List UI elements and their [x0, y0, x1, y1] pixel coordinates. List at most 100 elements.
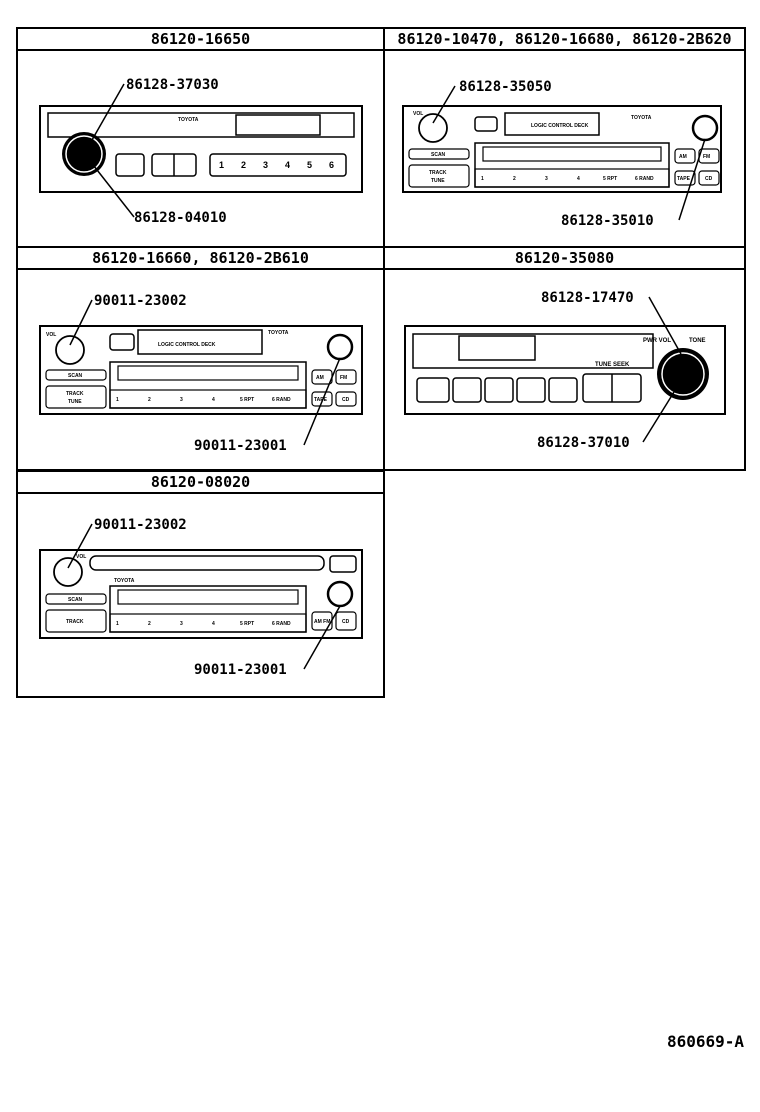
svg-text:6 RAND: 6 RAND [272, 621, 291, 627]
leader-line [83, 83, 125, 155]
tone-knob [691, 114, 719, 142]
preset-2: 2 [241, 160, 246, 170]
preset-5: 5 [307, 160, 312, 170]
fm-button: FM [703, 154, 710, 160]
callout-top: 86128-35050 [459, 79, 552, 95]
panel-86120-35080: 86120-35080 PWR VOL TONE TUNE SEEK 86128… [383, 246, 746, 471]
preset-6: 6 [329, 160, 334, 170]
preset-buttons: 1 2 3 4 5 6 [209, 153, 347, 177]
deck-slot [137, 329, 263, 355]
callout-top: 90011-23002 [94, 517, 187, 533]
panel-title: 86120-35080 [385, 248, 744, 270]
tune-seek-label: TUNE SEEK [595, 362, 630, 368]
scan-button [408, 148, 470, 160]
svg-text:SCAN: SCAN [68, 597, 83, 603]
deck-label: LOGIC CONTROL DECK [531, 123, 589, 129]
am-fm-button: AM FM [314, 619, 330, 625]
svg-text:5 RPT: 5 RPT [603, 176, 617, 182]
cd-button: CD [342, 397, 350, 403]
mode-button [115, 153, 145, 177]
panel-86120-08020: 86120-08020 VOL TOYOTA SCAN TRACK 1 2 3 … [16, 470, 385, 698]
brand-label: TOYOTA [114, 578, 135, 584]
scan-button [45, 369, 107, 381]
svg-text:TRACK: TRACK [66, 391, 84, 397]
deck-label: LOGIC CONTROL DECK [158, 342, 216, 348]
figure-id: 860669-A [666, 1032, 744, 1051]
callout-bottom: 90011-23001 [194, 438, 287, 454]
svg-text:2: 2 [148, 397, 151, 403]
vol-label: VOL [46, 332, 56, 338]
panel-86120-16660: 86120-16660, 86120-2B610 VOL LOGIC CONTR… [16, 246, 385, 471]
panel-title: 86120-10470, 86120-16680, 86120-2B620 [385, 29, 744, 51]
leader-line [67, 523, 93, 569]
svg-text:SCAN: SCAN [431, 152, 446, 158]
vol-label: VOL [413, 111, 423, 117]
radio-faceplate [404, 325, 726, 415]
leader-line [648, 296, 682, 355]
volume-knob [418, 113, 448, 143]
leader-line [303, 357, 341, 446]
brand-label: TOYOTA [631, 115, 652, 121]
panel-title: 86120-16660, 86120-2B610 [18, 248, 383, 270]
radio-drawing: VOL LOGIC CONTROL DECK TOYOTA SCAN TRACK… [402, 79, 722, 229]
callout-top: 86128-17470 [541, 290, 634, 306]
track-tune-button [408, 164, 470, 188]
brand-label: TOYOTA [268, 330, 289, 336]
callout-top: 86128-37030 [126, 77, 219, 93]
svg-text:3: 3 [180, 621, 183, 627]
leader-line [303, 605, 341, 670]
svg-text:TRACK: TRACK [429, 170, 447, 176]
radio-faceplate [39, 105, 363, 193]
svg-text:2: 2 [148, 621, 151, 627]
svg-text:TUNE: TUNE [431, 178, 445, 184]
eject-button [329, 555, 357, 573]
callout-bottom: 86128-37010 [537, 435, 630, 451]
svg-text:5 RPT: 5 RPT [240, 621, 254, 627]
volume-knob [53, 557, 83, 587]
cd-slot [89, 555, 325, 571]
tone-knob [326, 333, 354, 361]
svg-text:4: 4 [577, 176, 580, 182]
eject-button [474, 116, 498, 132]
svg-text:TRACK: TRACK [66, 619, 84, 625]
svg-text:5 RPT: 5 RPT [240, 397, 254, 403]
preset-3: 3 [263, 160, 268, 170]
deck-slot [504, 112, 600, 136]
tone-label: TONE [689, 338, 706, 344]
leader-line [642, 383, 680, 443]
leader-line [89, 160, 135, 218]
radio-faceplate [39, 325, 363, 415]
radio-drawing: TOYOTA 1 2 3 4 5 6 86128-37030 86128-040… [39, 77, 363, 226]
leader-line [678, 138, 706, 221]
vol-label: VOL [76, 554, 86, 560]
panel-86120-10470: 86120-10470, 86120-16680, 86120-2B620 VO… [383, 27, 746, 248]
radio-drawing: VOL LOGIC CONTROL DECK TOYOTA SCAN TRACK… [39, 293, 363, 454]
svg-text:1: 1 [116, 397, 119, 403]
panel-title: 86120-08020 [18, 472, 383, 494]
svg-text:1: 1 [481, 176, 484, 182]
am-button: AM [679, 154, 687, 160]
leader-line [432, 85, 456, 124]
preset-buttons: 1 2 3 4 5 RPT 6 RAND [109, 389, 307, 409]
svg-text:3: 3 [545, 176, 548, 182]
radio-drawing: PWR VOL TONE TUNE SEEK 86128-17470 86128… [404, 290, 726, 451]
svg-text:SCAN: SCAN [68, 373, 83, 379]
preset-buttons: 1 2 3 4 5 RPT 6 RAND [109, 613, 307, 633]
preset-4: 4 [285, 160, 290, 170]
display-window [235, 114, 321, 136]
preset-buttons [416, 377, 578, 403]
tape-button: TAPE [677, 176, 691, 182]
panel-86120-16650: 86120-16650 TOYOTA 1 2 3 4 5 6 86128-370… [16, 27, 385, 248]
tone-knob [326, 580, 354, 608]
display-panel [412, 333, 654, 369]
callout-bottom: 90011-23001 [194, 662, 287, 678]
cd-button: CD [342, 619, 350, 625]
panel-title: 86120-16650 [18, 29, 383, 51]
callout-bottom: 86128-04010 [134, 210, 227, 226]
volume-knob [55, 335, 85, 365]
svg-text:1: 1 [116, 621, 119, 627]
svg-text:4: 4 [212, 621, 215, 627]
svg-text:4: 4 [212, 397, 215, 403]
leader-line [69, 299, 93, 346]
cd-button: CD [705, 176, 713, 182]
